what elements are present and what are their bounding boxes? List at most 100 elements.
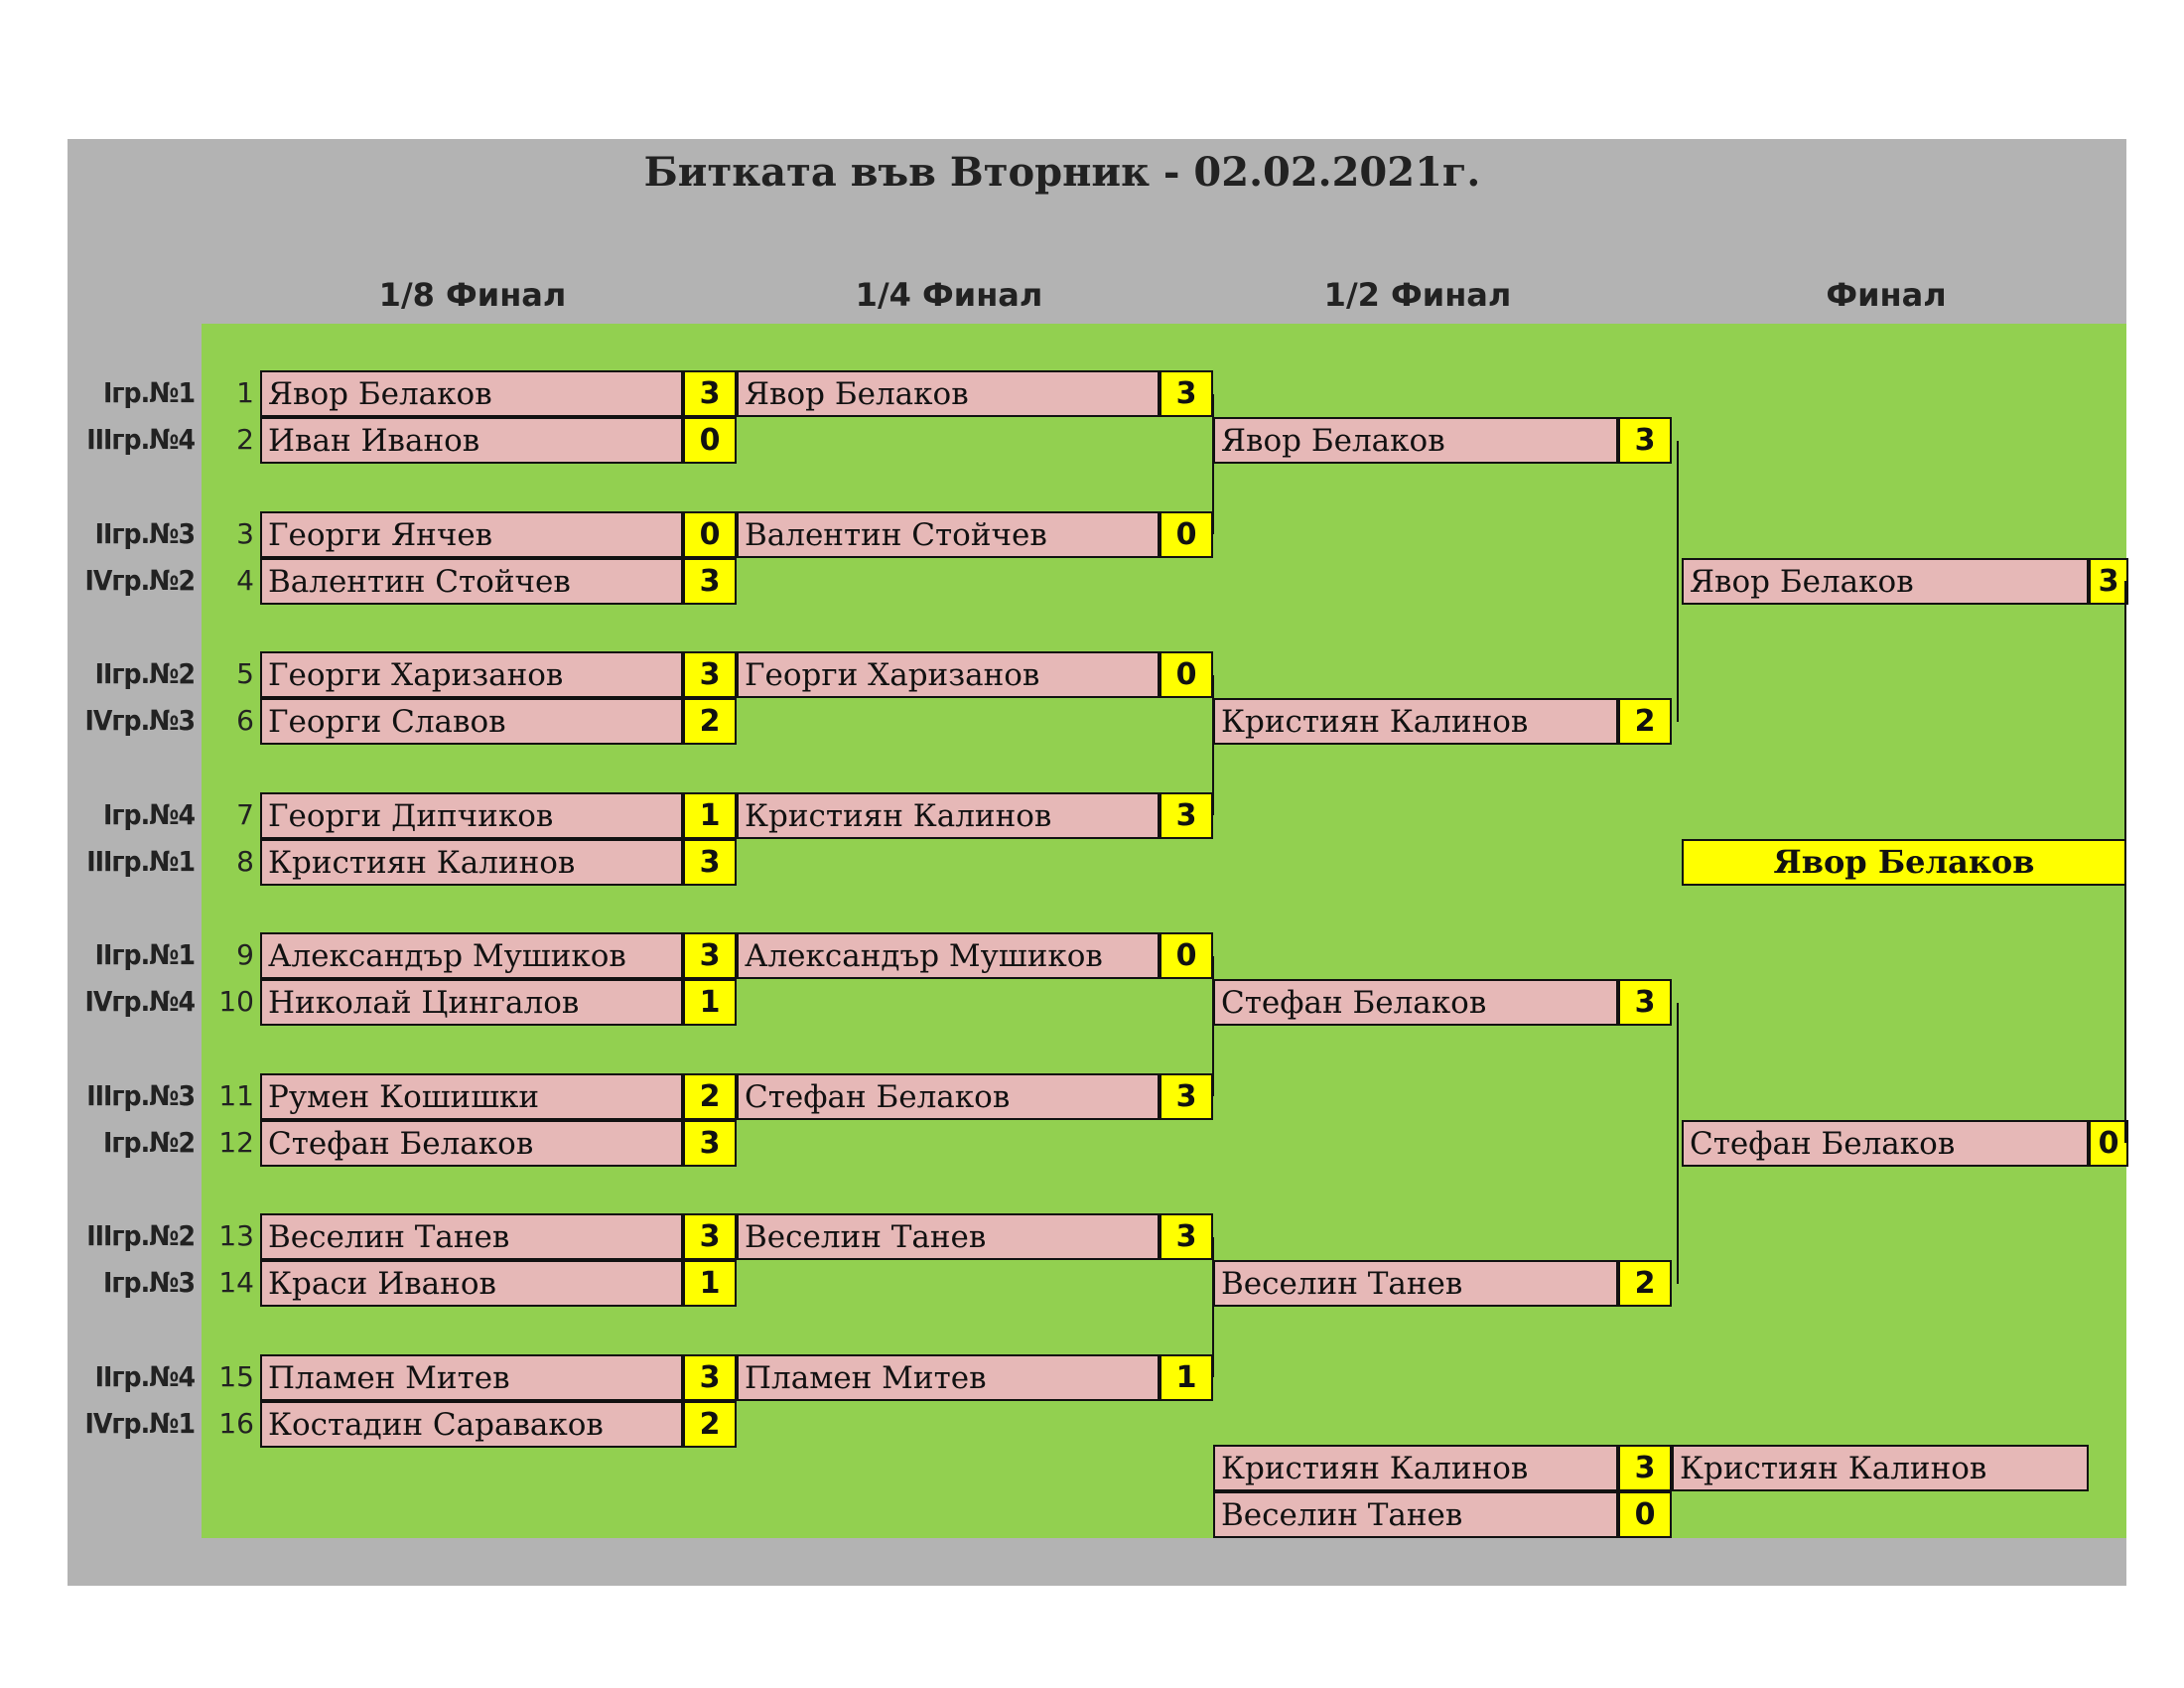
player-name: Георги Дипчиков (260, 791, 683, 839)
player-name: Валентин Стойчев (737, 510, 1160, 558)
group-label: Iгр.№2 (103, 1125, 196, 1159)
player-name: Кристиян Калинов (737, 791, 1160, 839)
score-cell: 3 (683, 1353, 737, 1401)
score-cell: 2 (683, 698, 737, 745)
seed-number: 16 (218, 1406, 254, 1440)
third-place-winner: Кристиян Калинов (1672, 1445, 2089, 1491)
group-label: IIIгр.№4 (86, 423, 196, 456)
seed-number: 14 (218, 1266, 254, 1299)
player-name: Веселин Танев (1213, 1260, 1618, 1307)
seed-number: 12 (218, 1125, 254, 1159)
seed-number: 11 (218, 1078, 254, 1112)
player-name: Георги Славов (260, 698, 683, 745)
player-name: Веселин Танев (260, 1213, 683, 1260)
player-name: Стефан Белаков (737, 1072, 1160, 1120)
score-cell: 1 (683, 1260, 737, 1307)
player-name: Валентин Стойчев (260, 557, 683, 605)
player-name: Пламен Митев (260, 1353, 683, 1401)
score-cell: 2 (1618, 698, 1672, 745)
score-cell: 3 (683, 1213, 737, 1260)
player-name: Иван Иванов (260, 417, 683, 464)
score-cell: 3 (2089, 557, 2128, 605)
score-cell: 3 (1160, 791, 1213, 839)
bracket-connector (1212, 393, 1214, 534)
score-cell: 3 (683, 932, 737, 979)
score-cell: 3 (683, 1119, 737, 1167)
group-label: IIгр.№4 (94, 1359, 196, 1393)
seed-number: 10 (218, 985, 254, 1018)
score-cell: 3 (1618, 1445, 1672, 1491)
seed-number: 3 (236, 516, 254, 550)
group-label: Iгр.№3 (103, 1266, 196, 1299)
score-cell: 3 (1618, 979, 1672, 1026)
player-name: Георги Харизанов (260, 651, 683, 698)
player-name: Костадин Сараваков (260, 1400, 683, 1448)
group-label: IVгр.№2 (84, 563, 196, 597)
player-name: Николай Цингалов (260, 979, 683, 1026)
bracket-connector (1677, 440, 1679, 722)
player-name: Кристиян Калинов (1213, 1445, 1618, 1491)
player-name: Веселин Танев (1213, 1491, 1618, 1538)
round-header-sf: 1/2 Финал (1323, 276, 1512, 314)
player-name: Георги Харизанов (737, 651, 1160, 698)
player-name: Явор Белаков (1213, 417, 1618, 464)
score-cell: 2 (683, 1072, 737, 1120)
player-name: Явор Белаков (260, 370, 683, 417)
player-name: Румен Кошишки (260, 1072, 683, 1120)
page-title: Битката във Вторник - 02.02.2021г. (643, 149, 1481, 196)
player-name: Пламен Митев (737, 1353, 1160, 1401)
score-cell: 0 (1618, 1491, 1672, 1538)
score-cell: 1 (683, 979, 737, 1026)
seed-number: 5 (236, 657, 254, 690)
score-cell: 3 (683, 557, 737, 605)
score-cell: 1 (1160, 1353, 1213, 1401)
score-cell: 2 (683, 1400, 737, 1448)
score-cell: 3 (1618, 417, 1672, 464)
group-label: IIгр.№2 (94, 657, 196, 690)
bracket-connector (1212, 955, 1214, 1096)
score-cell: 0 (2089, 1119, 2128, 1167)
group-label: IIгр.№1 (94, 938, 196, 971)
score-cell: 3 (683, 651, 737, 698)
player-name: Явор Белаков (737, 370, 1160, 417)
group-label: Iгр.№1 (103, 376, 196, 409)
score-cell: 3 (1160, 1072, 1213, 1120)
group-label: IVгр.№1 (84, 1406, 196, 1440)
seed-number: 2 (236, 423, 254, 456)
player-name: Веселин Танев (737, 1213, 1160, 1260)
seed-number: 15 (218, 1359, 254, 1393)
group-label: IIIгр.№2 (86, 1219, 196, 1252)
group-label: Iгр.№4 (103, 797, 196, 831)
group-label: IVгр.№3 (84, 704, 196, 737)
score-cell: 3 (683, 838, 737, 886)
player-name: Стефан Белаков (1213, 979, 1618, 1026)
seed-number: 6 (236, 704, 254, 737)
bracket-connector (1212, 674, 1214, 815)
score-cell: 1 (683, 791, 737, 839)
score-cell: 0 (683, 417, 737, 464)
player-name: Георги Янчев (260, 510, 683, 558)
bracket-connector (1677, 1002, 1679, 1284)
group-label: IIIгр.№1 (86, 844, 196, 878)
bracket-connector (1212, 1236, 1214, 1377)
player-name: Краси Иванов (260, 1260, 683, 1307)
player-name: Кристиян Калинов (260, 838, 683, 886)
score-cell: 3 (1160, 370, 1213, 417)
seed-number: 13 (218, 1219, 254, 1252)
champion-cell: Явор Белаков (1682, 838, 2126, 886)
player-name: Явор Белаков (1682, 557, 2089, 605)
player-name: Стефан Белаков (1682, 1119, 2089, 1167)
seed-number: 4 (236, 563, 254, 597)
score-cell: 0 (1160, 932, 1213, 979)
score-cell: 2 (1618, 1260, 1672, 1307)
score-cell: 0 (683, 510, 737, 558)
seed-number: 7 (236, 797, 254, 831)
player-name: Александър Мушиков (737, 932, 1160, 979)
score-cell: 3 (683, 370, 737, 417)
group-label: IIIгр.№3 (86, 1078, 196, 1112)
score-cell: 0 (1160, 651, 1213, 698)
player-name: Кристиян Калинов (1213, 698, 1618, 745)
group-label: IIгр.№3 (94, 516, 196, 550)
round-header-final: Финал (1826, 276, 1947, 314)
group-label: IVгр.№4 (84, 985, 196, 1018)
